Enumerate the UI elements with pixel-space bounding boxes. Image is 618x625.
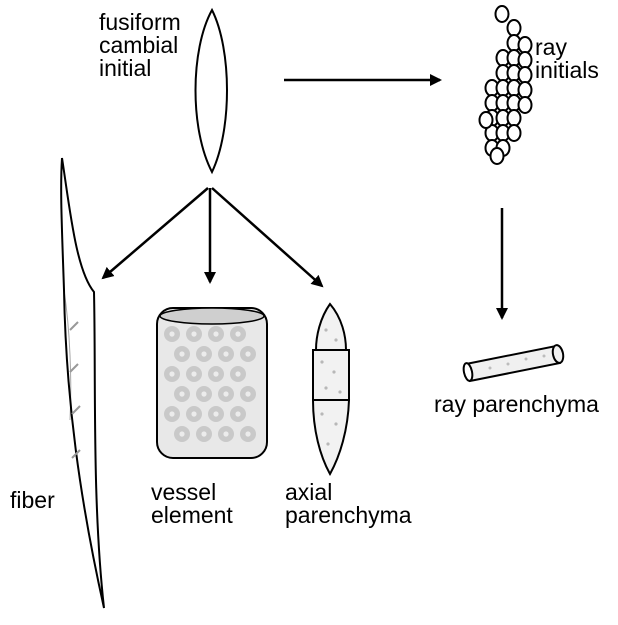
vessel-pit-aperture: [223, 391, 228, 396]
vessel-pit-aperture: [201, 351, 206, 356]
vessel-pit-aperture: [213, 371, 218, 376]
ray-initial-cell: [496, 6, 509, 22]
vessel-pit-aperture: [169, 371, 174, 376]
ray-initial-cell: [508, 125, 521, 141]
vessel-pit-aperture: [169, 331, 174, 336]
vessel-pit-aperture: [223, 431, 228, 436]
label-fusiform-line-3: initial: [99, 57, 181, 80]
fusiform-initial-shape: [196, 10, 228, 172]
vessel-pit-aperture: [179, 391, 184, 396]
vessel-pit-aperture: [245, 431, 250, 436]
vessel-pit-aperture: [201, 431, 206, 436]
arrow-to-axial-parenchyma: [212, 188, 322, 286]
vessel-pit-aperture: [235, 331, 240, 336]
label-ray-initials-line-2: initials: [535, 59, 599, 82]
vessel-pit-aperture: [169, 411, 174, 416]
vessel-pit-aperture: [245, 351, 250, 356]
label-fusiform-line-1: fusiform: [99, 11, 181, 34]
arrow-to-fiber: [103, 188, 208, 278]
ray-initial-cell: [519, 82, 532, 98]
ray-initial-cell: [519, 97, 532, 113]
label-fusiform-cambial-initial: fusiform cambial initial: [99, 11, 181, 80]
ray-initial-cell: [508, 20, 521, 36]
label-axial-line-1: axial: [285, 481, 412, 504]
axial-parenchyma-strand: [313, 304, 349, 474]
vessel-pit-aperture: [223, 351, 228, 356]
label-vessel-line-1: vessel: [151, 481, 233, 504]
label-vessel-element: vessel element: [151, 481, 233, 527]
vessel-pit-aperture: [235, 411, 240, 416]
vessel-pit-aperture: [179, 351, 184, 356]
label-axial-line-2: parenchyma: [285, 504, 412, 527]
vessel-pit-aperture: [245, 391, 250, 396]
vessel-element-cell: [157, 308, 267, 458]
label-fiber: fiber: [10, 489, 55, 512]
ray-initial-cell: [519, 67, 532, 83]
vessel-pit-aperture: [213, 411, 218, 416]
label-ray-initials-line-1: ray: [535, 36, 599, 59]
vessel-pit-aperture: [179, 431, 184, 436]
vessel-pit-aperture: [213, 331, 218, 336]
ray-initials-cluster: [480, 6, 532, 164]
ray-initial-cell: [480, 112, 493, 128]
vessel-pit-aperture: [201, 391, 206, 396]
vessel-pit-aperture: [191, 331, 196, 336]
label-fusiform-line-2: cambial: [99, 34, 181, 57]
ray-parenchyma-cell: [462, 344, 565, 381]
vessel-pit-aperture: [235, 371, 240, 376]
fiber-cell: [61, 158, 104, 608]
vessel-pit-aperture: [191, 411, 196, 416]
label-vessel-line-2: element: [151, 504, 233, 527]
label-ray-initials: ray initials: [535, 36, 599, 82]
ray-initial-cell: [508, 110, 521, 126]
vessel-pit-aperture: [191, 371, 196, 376]
ray-initial-cell: [519, 37, 532, 53]
ray-initial-cell: [491, 148, 504, 164]
ray-initial-cell: [519, 52, 532, 68]
label-axial-parenchyma: axial parenchyma: [285, 481, 412, 527]
label-ray-parenchyma: ray parenchyma: [434, 393, 599, 416]
